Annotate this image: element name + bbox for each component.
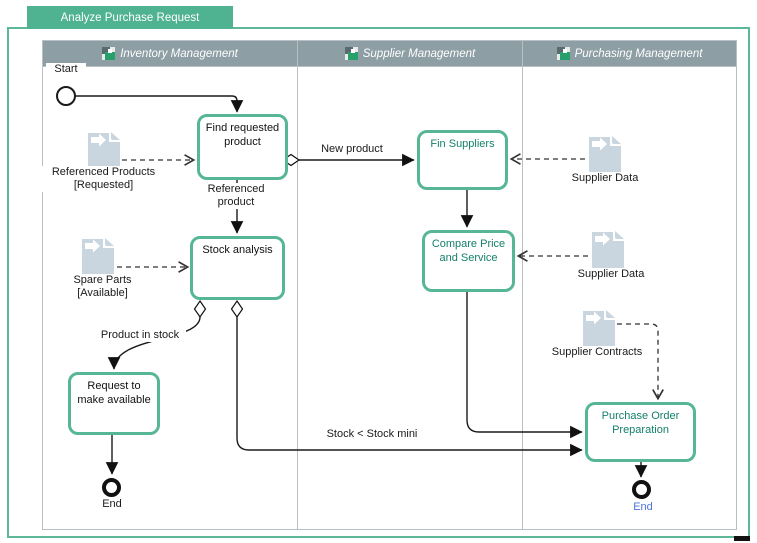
- lane-label: Inventory Management: [120, 47, 238, 60]
- task-label: Request to make available: [77, 380, 151, 406]
- task-find-requested-product[interactable]: Find requested product: [197, 114, 288, 180]
- flow-label-new-product: New product: [317, 143, 387, 157]
- flow-label-referenced-product: Referenced product: [188, 183, 284, 210]
- data-object-label: Supplier Contracts: [543, 346, 651, 360]
- task-label: Compare Price and Service: [431, 238, 506, 264]
- data-object-referenced-products[interactable]: [86, 128, 122, 177]
- task-label: Purchase Order Preparation: [601, 410, 680, 436]
- diagram-frame: [7, 27, 750, 538]
- end-event-purchasing[interactable]: [632, 480, 651, 499]
- end-event-inventory[interactable]: [102, 478, 121, 497]
- data-object-icon: [592, 231, 624, 270]
- task-compare-price-and-service[interactable]: Compare Price and Service: [422, 230, 515, 292]
- start-event[interactable]: [56, 86, 76, 106]
- start-event-label: Start: [46, 63, 86, 77]
- data-object-label: Spare Parts [Available]: [55, 274, 150, 301]
- task-label: Stock analysis: [202, 244, 273, 256]
- lane-header-inventory[interactable]: Inventory Management: [43, 41, 297, 67]
- lane-icon: [556, 47, 570, 60]
- data-object-supplier-data-1[interactable]: [587, 132, 623, 181]
- flow-label-stock-lt-stock-mini: Stock < Stock mini: [320, 428, 424, 442]
- task-stock-analysis[interactable]: Stock analysis: [190, 236, 285, 300]
- lane-label: Supplier Management: [362, 47, 476, 60]
- flow-label-product-in-stock: Product in stock: [94, 329, 186, 343]
- lane-icon: [102, 47, 116, 60]
- lane-icon: [344, 47, 358, 60]
- data-object-icon: [589, 136, 621, 175]
- end-event-label-inventory: End: [96, 498, 128, 512]
- lane-header-supplier[interactable]: Supplier Management: [298, 41, 522, 67]
- resize-handle[interactable]: [734, 536, 750, 541]
- data-object-label: Referenced Products [Requested]: [36, 166, 171, 193]
- data-object-icon: [583, 310, 615, 349]
- task-request-to-make-available[interactable]: Request to make available: [68, 372, 160, 435]
- data-object-icon: [82, 238, 114, 277]
- lane-label: Purchasing Management: [574, 47, 703, 60]
- task-fin-suppliers[interactable]: Fin Suppliers: [417, 130, 508, 190]
- data-object-label: Supplier Data: [560, 172, 650, 186]
- diagram-title-tab[interactable]: Analyze Purchase Request: [27, 6, 233, 29]
- task-label: Find requested product: [205, 122, 280, 148]
- task-purchase-order-preparation[interactable]: Purchase Order Preparation: [585, 402, 696, 462]
- lane-header-purchasing[interactable]: Purchasing Management: [523, 41, 736, 67]
- end-event-label-purchasing: End: [627, 501, 659, 515]
- diagram-title: Analyze Purchase Request: [60, 11, 200, 24]
- task-label: Fin Suppliers: [430, 138, 495, 150]
- data-object-icon: [88, 132, 120, 171]
- data-object-supplier-data-2[interactable]: [590, 227, 626, 276]
- data-object-supplier-contracts[interactable]: [581, 306, 617, 355]
- data-object-label: Supplier Data: [566, 268, 656, 282]
- data-object-spare-parts[interactable]: [80, 234, 116, 283]
